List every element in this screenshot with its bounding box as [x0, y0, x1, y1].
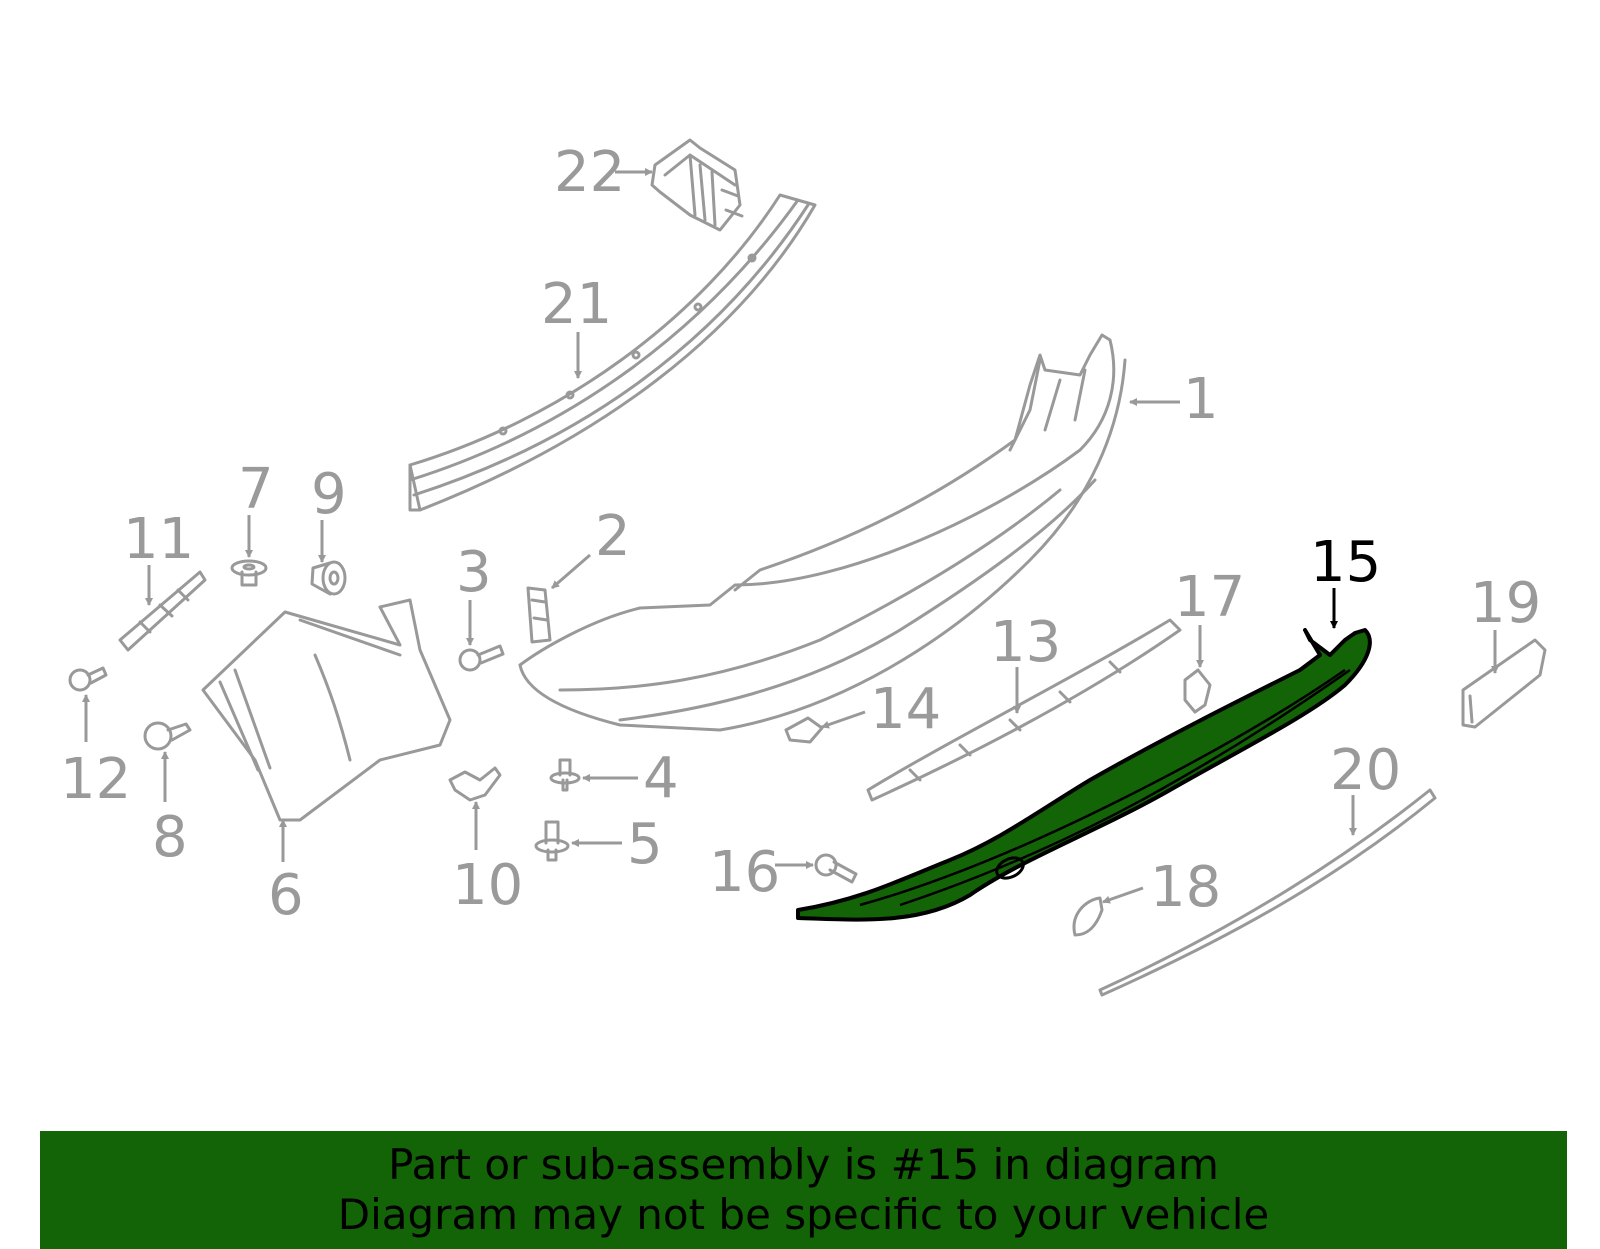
part-11-clip[interactable]	[118, 570, 207, 652]
callout-9[interactable]: 9	[311, 462, 347, 527]
leader-14	[821, 710, 866, 729]
part-15-lower-valance-highlighted[interactable]	[796, 628, 1372, 922]
part-13-reinforcement[interactable]	[866, 618, 1182, 802]
callout-13[interactable]: 13	[990, 610, 1062, 675]
part-12-bolt[interactable]	[68, 666, 108, 692]
callout-5[interactable]: 5	[627, 812, 663, 877]
callout-1[interactable]: 1	[1183, 367, 1219, 432]
part-18-cap[interactable]	[1072, 896, 1104, 937]
callout-14[interactable]: 14	[870, 677, 942, 742]
callout-20[interactable]: 20	[1330, 738, 1402, 803]
part-21-reinforcement-beam[interactable]	[408, 193, 817, 512]
banner-line-disclaimer: Diagram may not be specific to your vehi…	[337, 1190, 1270, 1239]
callout-21[interactable]: 21	[541, 272, 613, 337]
part-3-bolt[interactable]	[458, 644, 505, 672]
part-16-bolt[interactable]	[814, 853, 858, 884]
callout-19[interactable]: 19	[1470, 571, 1542, 636]
part-1-bumper-cover[interactable]	[518, 333, 1127, 732]
part-5-push-pin[interactable]	[534, 820, 570, 862]
part-8-screw[interactable]	[143, 721, 192, 751]
callout-17[interactable]: 17	[1174, 565, 1246, 630]
callout-8[interactable]: 8	[152, 805, 188, 870]
part-7-clip[interactable]	[230, 559, 268, 587]
callout-6[interactable]: 6	[268, 863, 304, 928]
callout-2[interactable]: 2	[595, 504, 631, 569]
leader-18	[1102, 886, 1144, 904]
callout-16[interactable]: 16	[709, 840, 781, 905]
banner-line-part-number: Part or sub-assembly is #15 in diagram	[388, 1140, 1219, 1189]
part-4-push-pin[interactable]	[549, 758, 581, 792]
part-6-corner-panel[interactable]	[201, 598, 452, 822]
callout-15-highlighted[interactable]: 15	[1310, 530, 1382, 595]
callout-7[interactable]: 7	[238, 457, 274, 522]
part-17-bracket[interactable]	[1183, 668, 1212, 714]
callout-3[interactable]: 3	[456, 540, 492, 605]
callout-4[interactable]: 4	[643, 746, 679, 811]
part-2-bracket[interactable]	[526, 586, 552, 644]
leader-2	[551, 553, 591, 590]
callout-11[interactable]: 11	[123, 507, 195, 572]
part-22-bracket[interactable]	[650, 138, 744, 232]
part-10-clip[interactable]	[448, 766, 502, 802]
part-info-banner: Part or sub-assembly is #15 in diagram D…	[40, 1131, 1567, 1249]
callout-12[interactable]: 12	[60, 747, 132, 812]
part-20-trim-strip[interactable]	[1098, 788, 1437, 997]
callout-18[interactable]: 18	[1150, 855, 1222, 920]
part-14-clip[interactable]	[784, 716, 824, 744]
part-9-grommet[interactable]	[310, 560, 347, 596]
callout-10[interactable]: 10	[452, 853, 524, 918]
callout-22[interactable]: 22	[554, 140, 626, 205]
part-19-reflector[interactable]	[1461, 638, 1547, 729]
